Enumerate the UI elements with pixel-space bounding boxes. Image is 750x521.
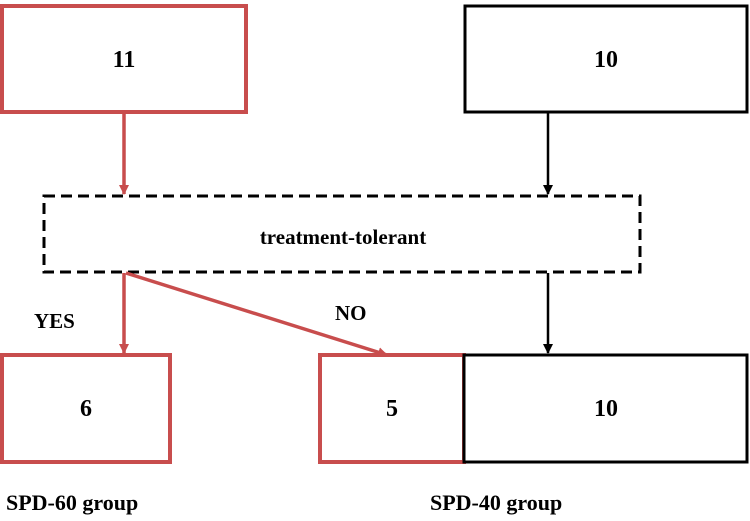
bottom-right-box-count: 10 [594,396,618,422]
spd-60-group-label: SPD-60 group [6,490,138,515]
bottom-middle-box-count: 5 [386,396,398,422]
bottom-right-box [462,353,749,464]
yes-branch-label: YES [34,309,75,333]
bottom-middle-box [318,353,466,464]
treatment-tolerant-box [42,194,642,274]
treatment-tolerant-label: treatment-tolerant [260,225,426,249]
top-right-box-count: 10 [594,47,618,73]
top-right-box [463,4,749,114]
bottom-left-box-count: 6 [80,396,92,422]
top-left-box [0,4,248,114]
spd-40-group-label: SPD-40 group [430,490,562,515]
no-branch-label: NO [335,301,367,325]
top-left-box-count: 11 [113,47,136,73]
arrow-no-branch [125,271,388,358]
bottom-left-box [0,353,172,464]
